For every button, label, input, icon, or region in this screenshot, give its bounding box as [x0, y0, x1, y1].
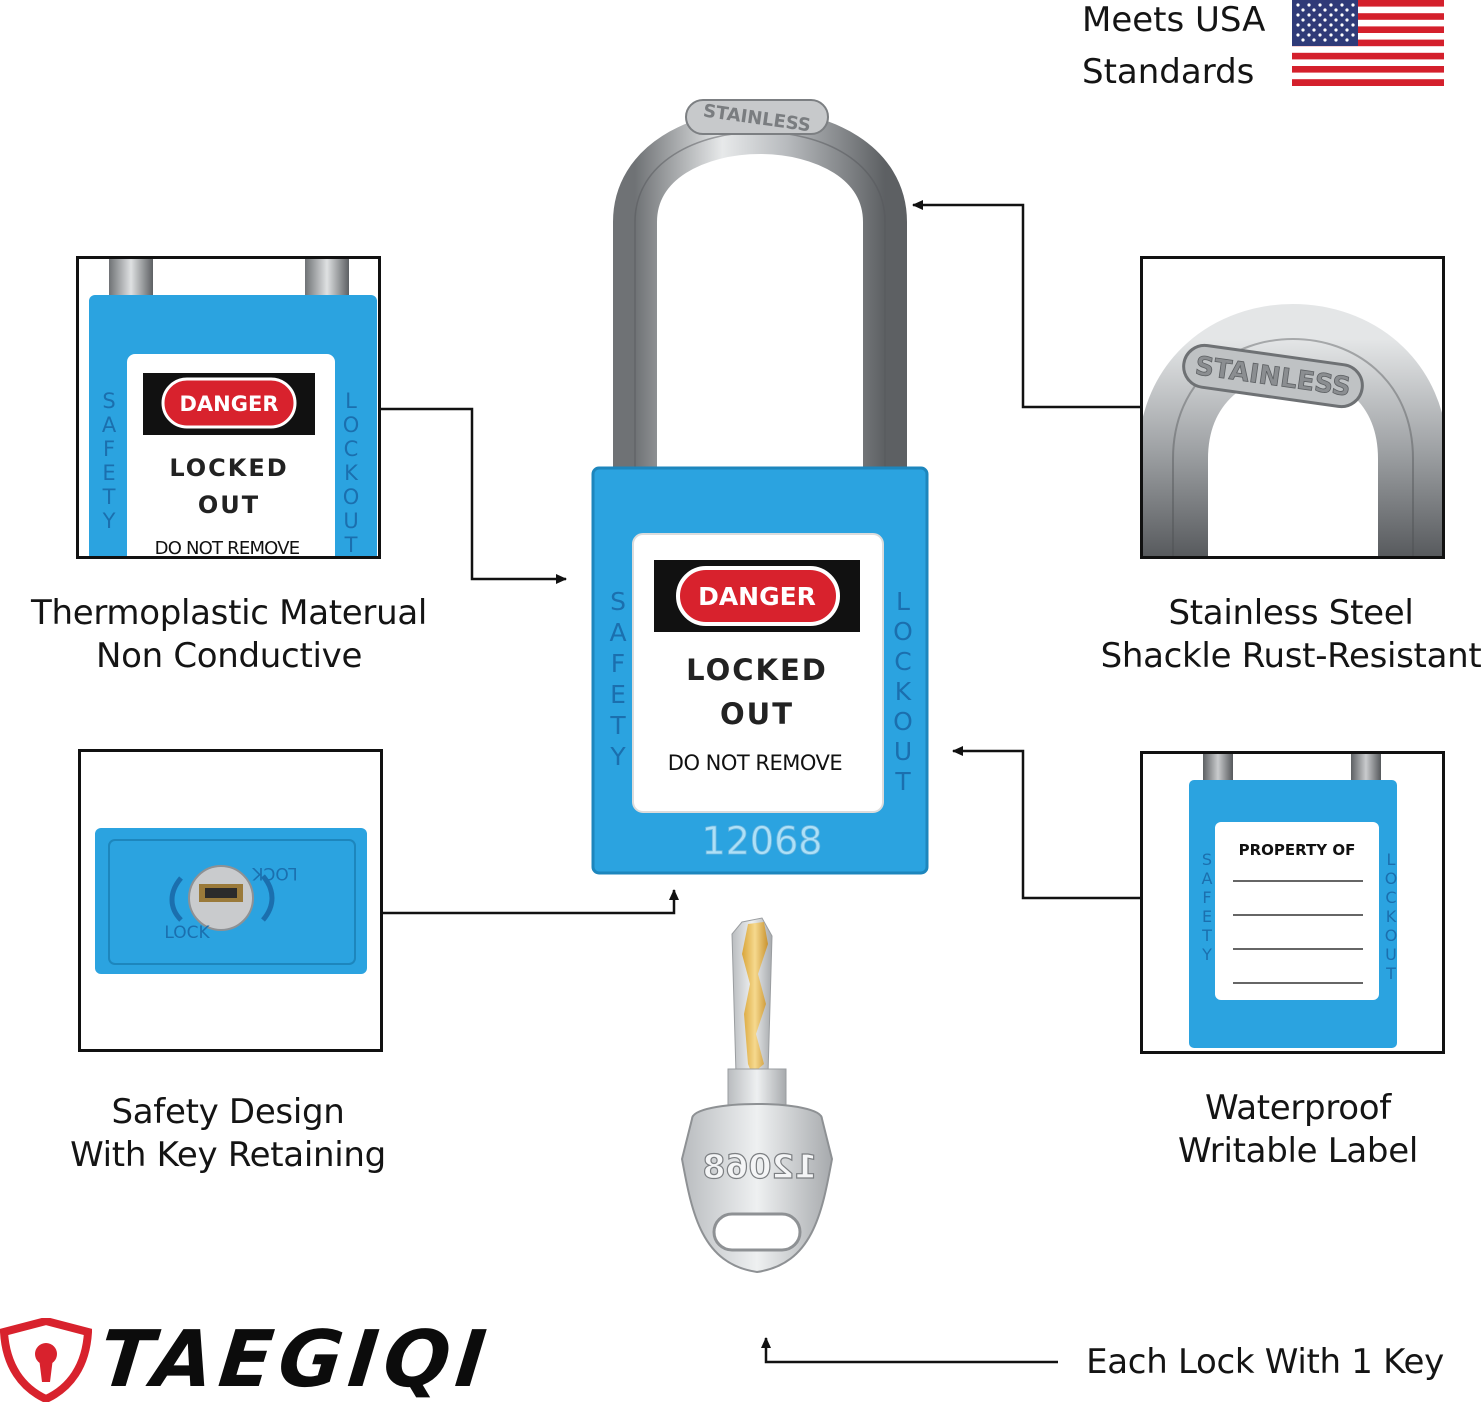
lock-label-locked: LOCKED: [686, 653, 828, 687]
lock-side-left: SAFETY: [604, 587, 633, 773]
usa-standards-badge: Meets USA Standards: [1082, 0, 1265, 98]
waterproof-detail-image: PROPERTY OF SAFETY LOCKOUT: [1189, 754, 1401, 1048]
safety-caption-line1: Safety Design: [111, 1092, 345, 1132]
stainless-caption-line2: Shackle Rust-Resistant: [1100, 636, 1482, 676]
waterproof-side-left: SAFETY: [1198, 850, 1217, 964]
connector-waterproof: [952, 746, 1140, 900]
usa-standards-line2: Standards: [1082, 52, 1255, 92]
key-note-text: Each Lock With 1 Key: [1086, 1342, 1444, 1382]
key-serial: 12068: [703, 1147, 818, 1186]
stainless-caption-line1: Stainless Steel: [1168, 593, 1414, 633]
lock-side-right: LOCKOUT: [889, 587, 918, 797]
usa-flag-icon: [1292, 0, 1444, 86]
safety-caption-line2: With Key Retaining: [70, 1135, 386, 1175]
thermoplastic-locked: LOCKED: [169, 454, 288, 482]
connector-stainless: [912, 200, 1140, 409]
shield-keyhole-logo-icon: [0, 1318, 92, 1402]
thermoplastic-out: OUT: [198, 491, 260, 519]
brand-name: TAEGIQI: [95, 1315, 496, 1405]
thermoplastic-caption-line1: Thermoplastic Materual: [30, 593, 428, 633]
thermoplastic-do-not-remove: DO NOT REMOVE: [155, 538, 300, 556]
safety-caption: Safety Design With Key Retaining: [48, 1091, 408, 1177]
lock-label-do-not-remove: DO NOT REMOVE: [668, 751, 842, 775]
thermoplastic-detail-frame: DANGER LOCKED OUT DO NOT REMOVE SAFETY L…: [76, 256, 381, 559]
connector-safety: [381, 889, 679, 915]
connector-key: [761, 1337, 1058, 1364]
safety-detail-image: LOCK LOCK: [95, 828, 367, 974]
stainless-detail-frame: STAINLESS: [1140, 256, 1445, 559]
key-note-caption: Each Lock With 1 Key: [1070, 1341, 1460, 1384]
waterproof-caption-line1: Waterproof: [1205, 1088, 1391, 1128]
thermoplastic-side-left: SAFETY: [97, 389, 121, 533]
waterproof-detail-frame: PROPERTY OF SAFETY LOCKOUT: [1140, 751, 1445, 1054]
safety-lock-label-top: LOCK: [252, 863, 298, 883]
thermoplastic-caption: Thermoplastic Materual Non Conductive: [14, 592, 444, 678]
safety-detail-frame: LOCK LOCK: [78, 749, 383, 1052]
thermoplastic-detail-image: DANGER LOCKED OUT DO NOT REMOVE SAFETY L…: [89, 259, 377, 556]
lock-label-out: OUT: [720, 697, 794, 731]
lock-label-danger: DANGER: [698, 582, 816, 611]
usa-standards-line1: Meets USA: [1082, 0, 1266, 40]
thermoplastic-caption-line2: Non Conductive: [95, 636, 363, 676]
waterproof-caption: Waterproof Writable Label: [1126, 1087, 1470, 1173]
thermoplastic-danger: DANGER: [179, 392, 278, 416]
lock-serial: 12068: [702, 819, 823, 863]
thermoplastic-side-right: LOCKOUT: [339, 389, 363, 556]
main-padlock: STAINLESS DANGER LOCKED OUT DO NOT REMOV…: [591, 99, 929, 875]
safety-lock-label-bottom: LOCK: [164, 923, 210, 943]
waterproof-property-of: PROPERTY OF: [1239, 841, 1356, 859]
waterproof-caption-line2: Writable Label: [1178, 1131, 1418, 1171]
stainless-caption: Stainless Steel Shackle Rust-Resistant: [1098, 592, 1484, 678]
waterproof-side-right: LOCKOUT: [1382, 850, 1401, 983]
key: 12068: [680, 917, 834, 1274]
connector-thermoplastic: [380, 407, 567, 584]
stainless-detail-image: STAINLESS: [1143, 304, 1442, 556]
shackle: [613, 110, 907, 472]
